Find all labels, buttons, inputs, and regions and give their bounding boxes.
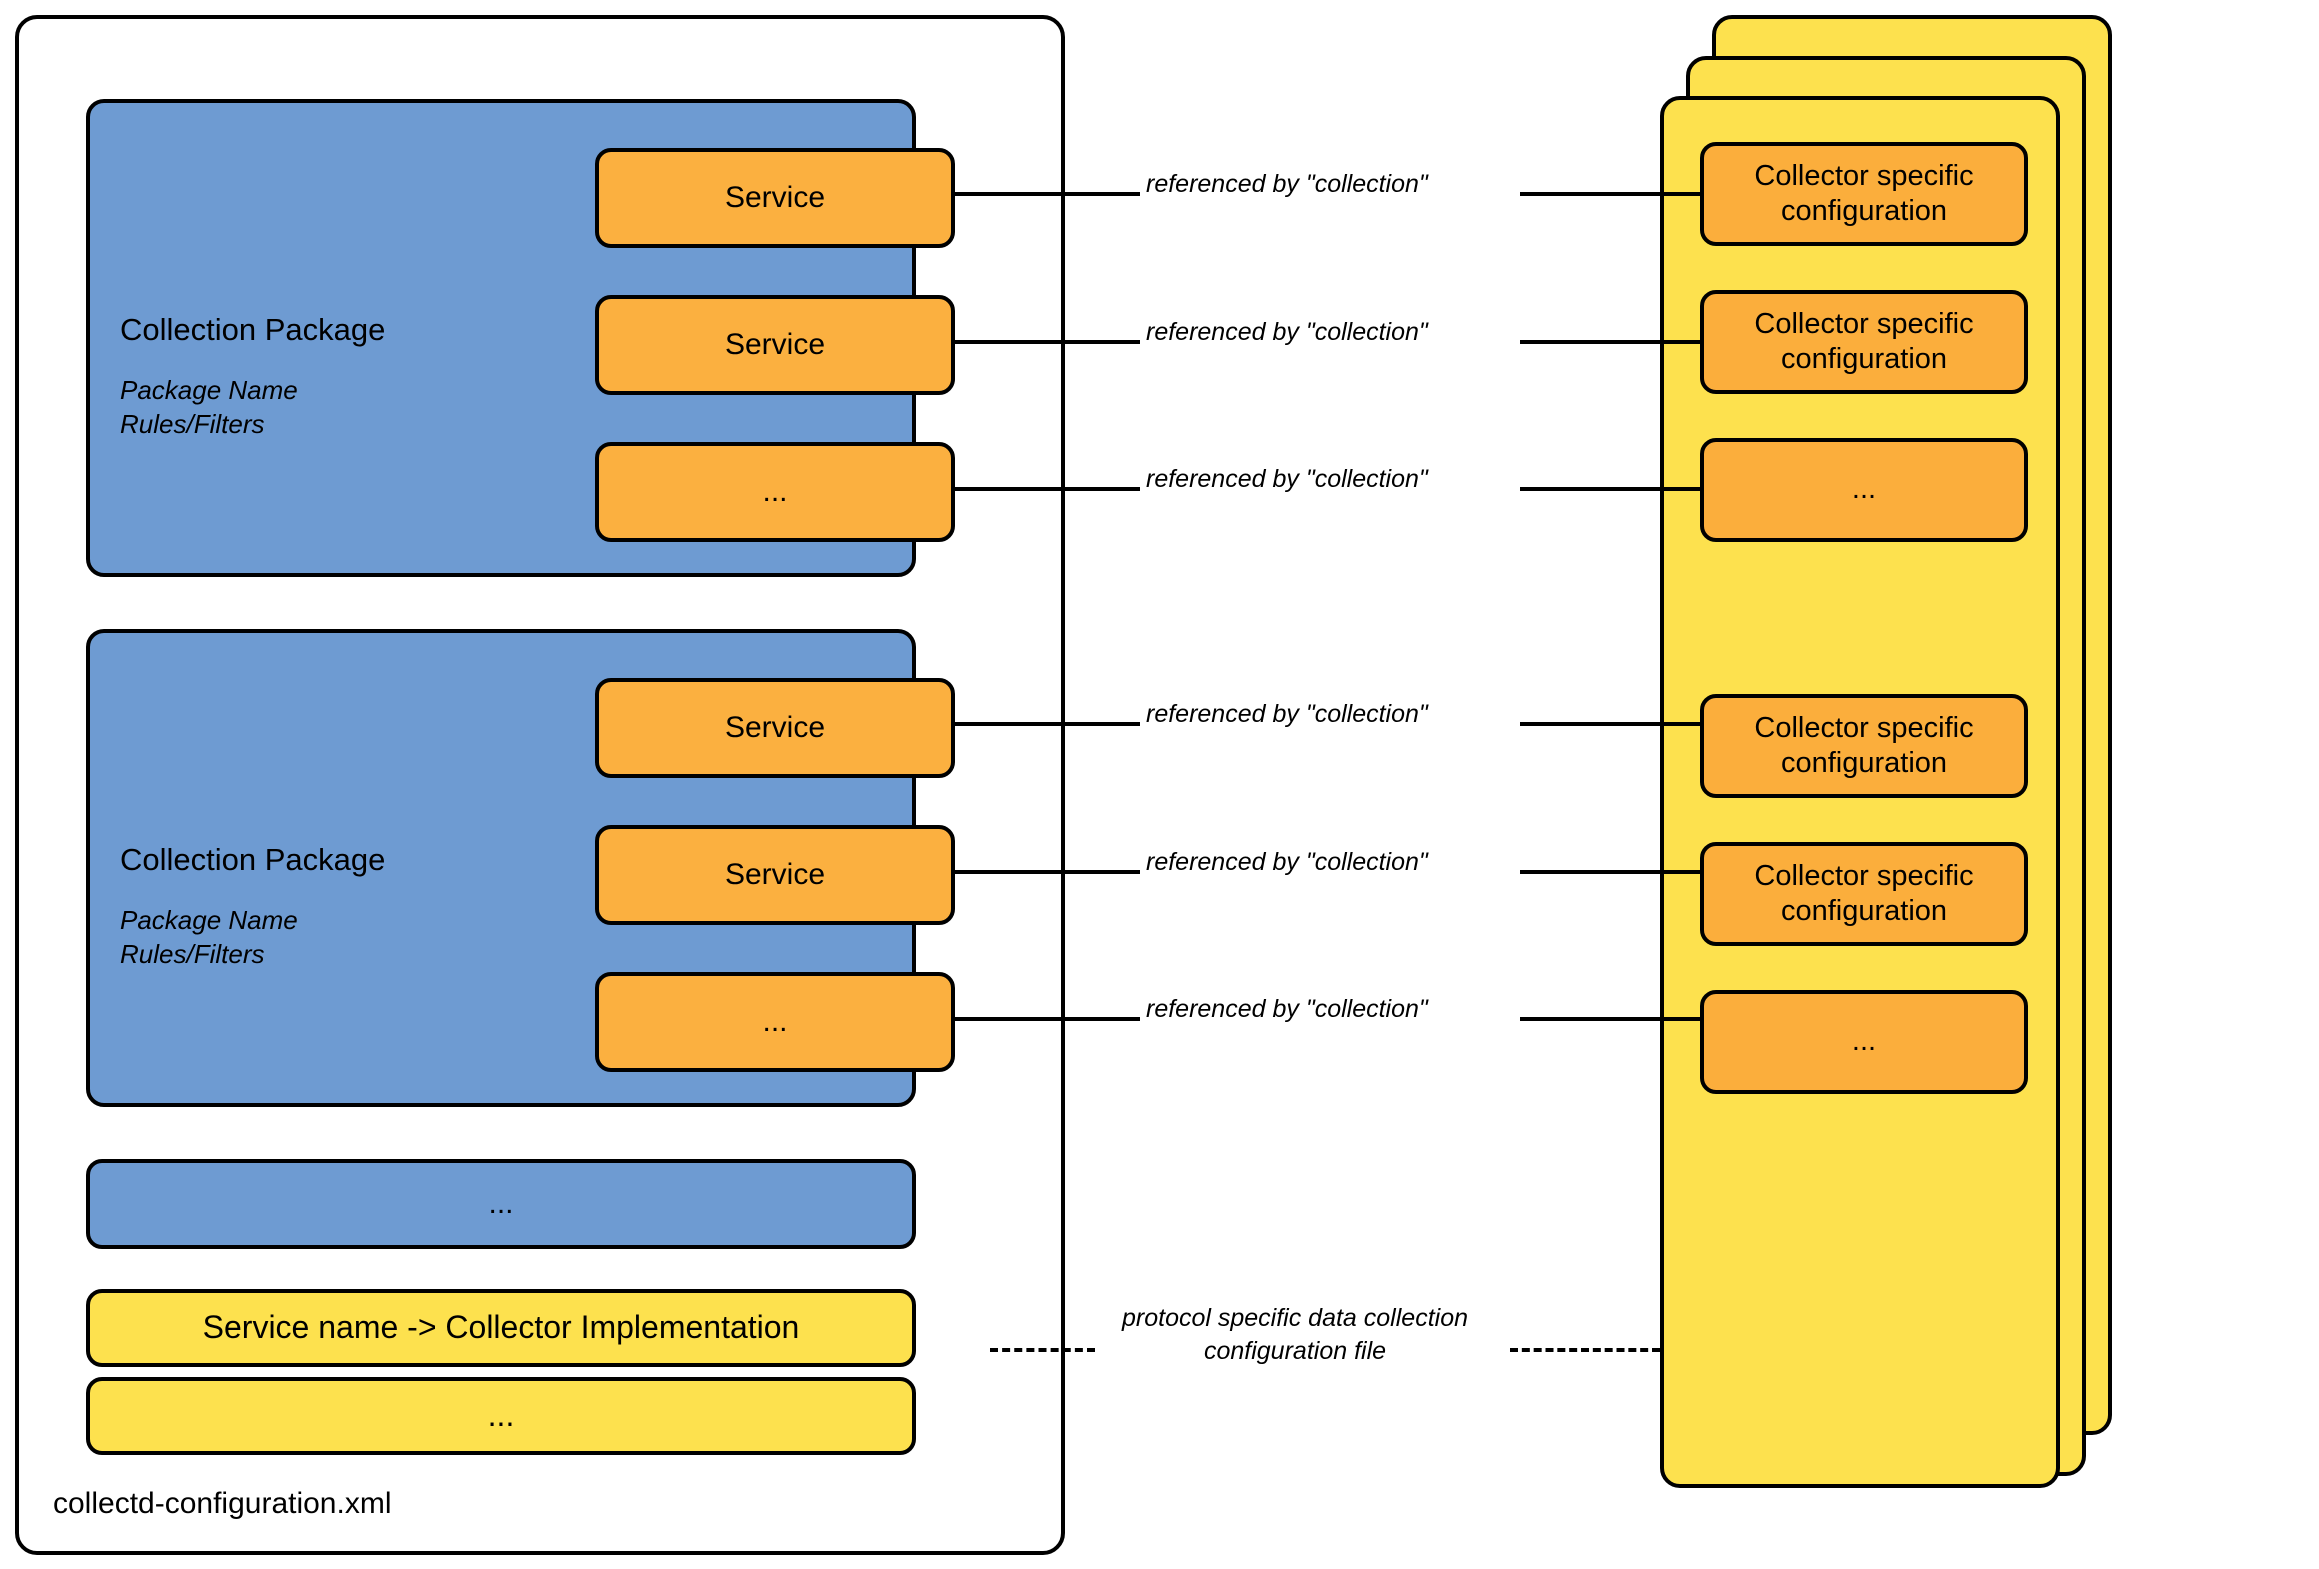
collection-package-1: Collection Package Package Name Rules/Fi… (86, 99, 955, 577)
collection-package-2: Collection Package Package Name Rules/Fi… (86, 629, 955, 1107)
connector-line-1-left (955, 192, 1140, 196)
collector-config-6-line1: ... (1851, 1025, 1877, 1058)
collector-config-2: Collector specific configuration (1700, 290, 2028, 394)
collection-package-1-rules-filters: Rules/Filters (120, 409, 265, 440)
collectd-configuration-container: Collection Package Package Name Rules/Fi… (15, 15, 1065, 1555)
protocol-config-label-line2: configuration file (1203, 1336, 1387, 1365)
service-box-1[interactable]: Service (595, 148, 955, 248)
protocol-config-label: protocol specific data collection config… (1095, 1302, 1495, 1367)
collection-package-more-ellipsis[interactable]: ... (86, 1159, 916, 1249)
service-box-5[interactable]: Service (595, 825, 955, 925)
collector-config-1-line2: configuration (1780, 195, 1948, 227)
collector-config-1: Collector specific configuration (1700, 142, 2028, 246)
collection-package-1-package-name: Package Name (120, 375, 298, 405)
connector-line-6-left (955, 1017, 1140, 1021)
file-name-label: collectd-configuration.xml (53, 1487, 392, 1521)
protocol-config-label-line1: protocol specific data collection (1121, 1304, 1469, 1332)
service-to-collector-mapping-more-ellipsis[interactable]: ... (86, 1377, 916, 1455)
protocol-config-dashed-line-left (990, 1348, 1095, 1352)
connector-line-3-right (1520, 487, 1700, 491)
collection-package-1-subtitle: Package Name Rules/Filters (120, 373, 298, 442)
collection-package-2-title: Collection Package (120, 842, 386, 877)
connector-line-6-right (1520, 1017, 1700, 1021)
connector-line-2-right (1520, 340, 1700, 344)
collection-package-2-subtitle: Package Name Rules/Filters (120, 903, 298, 972)
connector-line-5-left (955, 870, 1140, 874)
service-box-6-ellipsis[interactable]: ... (595, 972, 955, 1072)
collector-config-1-line1: Collector specific (1754, 159, 1974, 192)
connector-line-1-right (1520, 192, 1700, 196)
connector-label-5: referenced by "collection" (1146, 848, 1428, 876)
collector-config-4-line1: Collector specific (1754, 711, 1974, 744)
connector-line-4-left (955, 722, 1140, 726)
collector-config-4-line2: configuration (1780, 747, 1948, 779)
connector-line-2-left (955, 340, 1140, 344)
protocol-config-dashed-line-right (1510, 1348, 1660, 1352)
collector-config-3-line1: ... (1851, 473, 1877, 506)
collector-config-4: Collector specific configuration (1700, 694, 2028, 798)
collector-config-6-ellipsis: ... (1700, 990, 2028, 1094)
service-box-3-ellipsis[interactable]: ... (595, 442, 955, 542)
service-box-2[interactable]: Service (595, 295, 955, 395)
connector-line-4-right (1520, 722, 1700, 726)
collection-package-2-rules-filters: Rules/Filters (120, 939, 265, 970)
protocol-config-card-front: Collector specific configuration Collect… (1660, 96, 2060, 1488)
collector-config-3-ellipsis: ... (1700, 438, 2028, 542)
connector-line-5-right (1520, 870, 1700, 874)
connector-label-3: referenced by "collection" (1146, 465, 1428, 493)
collector-config-5: Collector specific configuration (1700, 842, 2028, 946)
connector-label-2: referenced by "collection" (1146, 318, 1428, 346)
service-box-4[interactable]: Service (595, 678, 955, 778)
service-to-collector-mapping-bar[interactable]: Service name -> Collector Implementation (86, 1289, 916, 1367)
connector-label-4: referenced by "collection" (1146, 700, 1428, 728)
collector-config-5-line2: configuration (1780, 895, 1948, 927)
collector-config-2-line2: configuration (1780, 343, 1948, 375)
collection-package-1-title: Collection Package (120, 312, 386, 347)
connector-line-3-left (955, 487, 1140, 491)
connector-label-1: referenced by "collection" (1146, 170, 1428, 198)
collector-config-2-line1: Collector specific (1754, 307, 1974, 340)
collection-package-2-package-name: Package Name (120, 905, 298, 935)
connector-label-6: referenced by "collection" (1146, 995, 1428, 1023)
collector-config-5-line1: Collector specific (1754, 859, 1974, 892)
